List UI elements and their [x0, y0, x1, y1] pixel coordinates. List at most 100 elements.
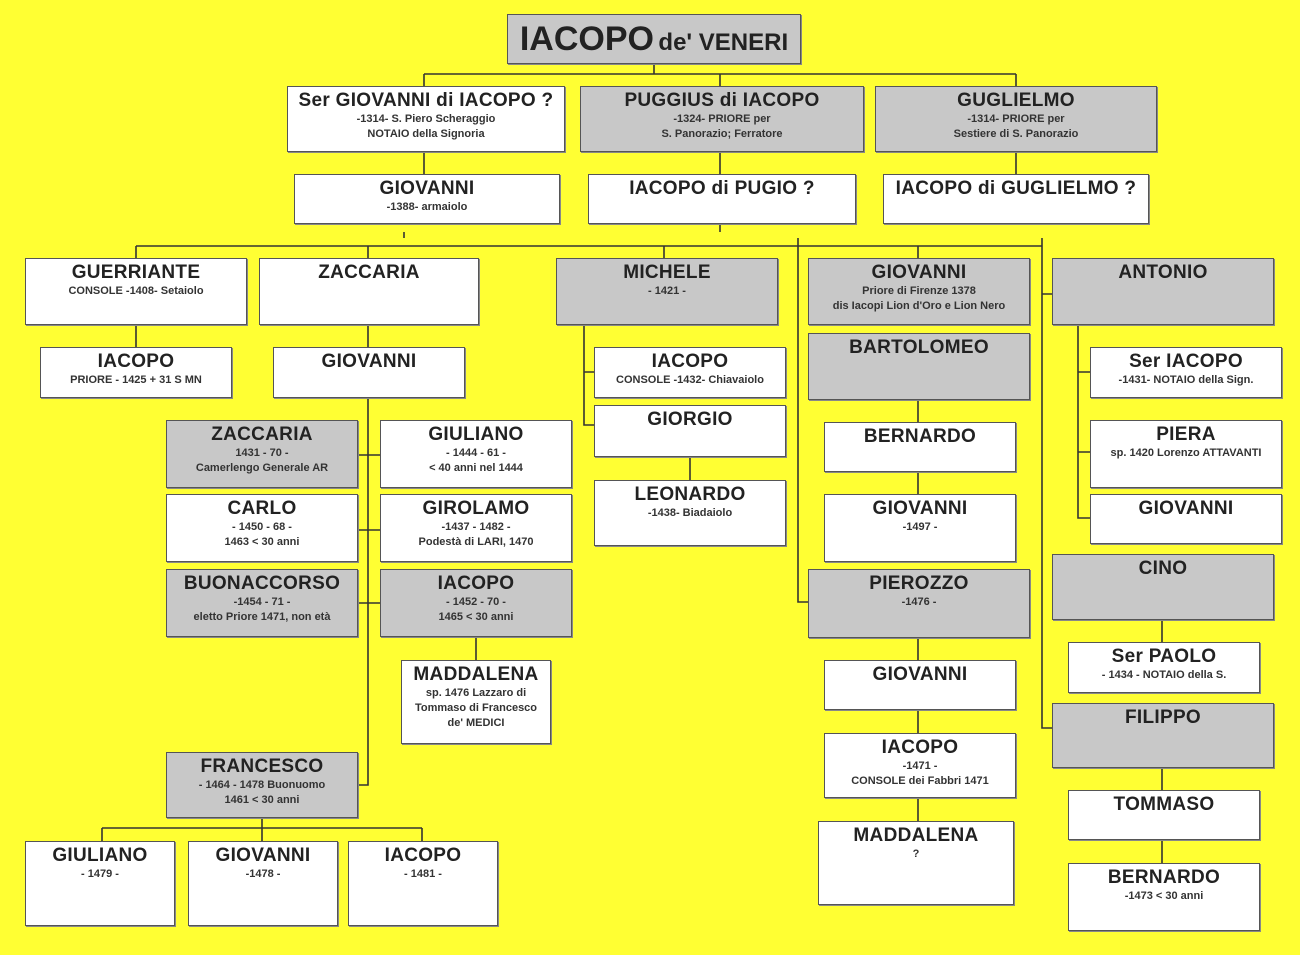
person-name: GIOVANNI — [321, 351, 417, 372]
person-box-carlo: CARLO- 1450 - 68 -1463 < 30 anni — [166, 494, 358, 562]
person-box-giovanni-z: GIOVANNI — [273, 347, 465, 398]
person-info: CONSOLE -1408- Setaiolo — [68, 285, 204, 297]
person-info: Sestiere di S. Panorazio — [953, 128, 1079, 140]
person-name: GUERRIANTE — [71, 262, 201, 283]
person-box-guerriante: GUERRIANTE CONSOLE -1408- Setaiolo — [25, 258, 247, 325]
person-info: -1437 - 1482 - — [441, 521, 511, 533]
person-name: LEONARDO — [634, 484, 746, 505]
person-box-iacopo-guglielmo: IACOPO di GUGLIELMO ? — [883, 174, 1149, 224]
person-info: Podestà di LARI, 1470 — [418, 536, 534, 548]
person-name: BARTOLOMEO — [849, 337, 989, 358]
person-info: -1478 - — [245, 868, 281, 880]
person-name: GIOVANNI — [1138, 498, 1234, 519]
person-box-giovanni-1497: GIOVANNI -1497 - — [824, 494, 1016, 562]
person-info: -1438- Biadaiolo — [647, 507, 733, 519]
person-box-iacopo-1471: IACOPO -1471 - CONSOLE dei Fabbri 1471 — [824, 733, 1016, 798]
person-name: GIOVANNI — [871, 262, 967, 283]
person-name: MADDALENA — [413, 664, 539, 685]
person-info: 1465 < 30 anni — [438, 611, 514, 623]
person-info: - 1481 - — [404, 868, 442, 880]
person-info: -1431- NOTAIO della Sign. — [1118, 374, 1254, 386]
person-box-maddalena-2: MADDALENA? — [818, 821, 1014, 905]
person-box-giovanni-a: GIOVANNI — [1090, 494, 1282, 544]
person-box-iacopo-1452: IACOPO - 1452 - 70 - 1465 < 30 anni — [380, 569, 572, 637]
person-info: Priore di Firenze 1378 — [862, 285, 976, 297]
person-name: PIERA — [1156, 424, 1216, 445]
person-name: IACOPO — [437, 573, 515, 594]
person-box-leonardo: LEONARDO -1438- Biadaiolo — [594, 480, 786, 546]
person-info: dis Iacopi Lion d'Oro e Lion Nero — [832, 300, 1006, 312]
person-box-giovanni-ser: Ser GIOVANNI di IACOPO ?-1314- S. Piero … — [287, 86, 565, 152]
person-name: MICHELE — [623, 262, 711, 283]
person-info: sp. 1420 Lorenzo ATTAVANTI — [1110, 447, 1262, 459]
person-box-buonaccorso: BUONACCORSO-1454 - 71 -eletto Priore 147… — [166, 569, 358, 637]
person-box-giovanni-1388: GIOVANNI-1388- armaiolo — [294, 174, 560, 224]
person-name: BERNARDO — [863, 426, 977, 447]
person-info: S. Panorazio; Ferratore — [661, 128, 783, 140]
person-box-iacopo-pugio: IACOPO di PUGIO ? — [588, 174, 856, 224]
person-info: -1497 - — [902, 521, 938, 533]
person-name: TOMMASO — [1113, 794, 1215, 815]
person-name: GIROLAMO — [422, 498, 530, 519]
person-info: - 1464 - 1478 Buonuomo — [198, 779, 326, 791]
person-info: -1454 - 71 - — [233, 596, 291, 608]
person-box-ser-iacopo: Ser IACOPO-1431- NOTAIO della Sign. — [1090, 347, 1282, 398]
person-info: de' MEDICI — [447, 717, 505, 729]
person-info: Tommaso di Francesco — [414, 702, 538, 714]
person-info: 1461 < 30 anni — [224, 794, 300, 806]
person-info: Camerlengo Generale AR — [195, 462, 329, 474]
person-info: eletto Priore 1471, non età — [193, 611, 331, 623]
root-name: IACOPO — [519, 20, 654, 58]
person-info: -1314- S. Piero Scheraggio — [356, 113, 496, 125]
person-info: < 40 anni nel 1444 — [429, 462, 523, 474]
person-info: NOTAIO della Signoria — [367, 128, 485, 140]
person-info: - 1421 - — [648, 285, 686, 297]
person-box-iacopo-1432: IACOPO CONSOLE -1432- Chiavaiolo — [594, 347, 786, 398]
person-info: -1471 - — [902, 760, 938, 772]
person-box-giovanni-1478: GIOVANNI -1478 - — [188, 841, 338, 926]
root-iacopo-de-veneri: IACOPO de' VENERI — [507, 14, 801, 64]
person-info: CONSOLE dei Fabbri 1471 — [851, 775, 989, 787]
person-name: IACOPO di PUGIO ? — [629, 178, 815, 199]
person-name: FILIPPO — [1125, 707, 1201, 728]
person-info: 1431 - 70 - — [235, 447, 289, 459]
person-box-filippo: FILIPPO — [1052, 703, 1274, 768]
person-info: CONSOLE -1432- Chiavaiolo — [616, 374, 764, 386]
person-box-piera: PIERA sp. 1420 Lorenzo ATTAVANTI — [1090, 420, 1282, 488]
person-name: IACOPO di GUGLIELMO ? — [895, 178, 1137, 199]
person-name: PIEROZZO — [869, 573, 969, 594]
person-name: GIOVANNI — [379, 178, 475, 199]
person-name: ZACCARIA — [318, 262, 420, 283]
person-box-zaccaria: ZACCARIA — [259, 258, 479, 325]
person-name: Ser PAOLO — [1111, 646, 1217, 667]
person-info: -1473 < 30 anni — [1124, 890, 1204, 902]
person-name: IACOPO — [881, 737, 959, 758]
person-box-iacopo-1481: IACOPO - 1481 - — [348, 841, 498, 926]
person-name: ANTONIO — [1118, 262, 1208, 283]
person-name: GIOVANNI — [872, 498, 968, 519]
person-name: IACOPO — [97, 351, 175, 372]
person-info: - 1452 - 70 - — [446, 596, 506, 608]
person-name: GIULIANO — [52, 845, 148, 866]
person-name: IACOPO — [651, 351, 729, 372]
person-box-giuliano-1479: GIULIANO - 1479 - — [25, 841, 175, 926]
person-info: - 1444 - 61 - — [446, 447, 506, 459]
person-box-cino: CINO — [1052, 554, 1274, 620]
person-box-bernardo-1473: BERNARDO -1473 < 30 anni — [1068, 863, 1260, 931]
person-name: CARLO — [227, 498, 297, 519]
person-name: BERNARDO — [1107, 867, 1221, 888]
person-box-ser-paolo: Ser PAOLO- 1434 - NOTAIO della S. — [1068, 642, 1260, 693]
person-name: GIOVANNI — [215, 845, 311, 866]
person-info: -1476 - — [901, 596, 937, 608]
person-info: ? — [912, 848, 920, 860]
person-info: - 1479 - — [81, 868, 119, 880]
person-box-tommaso: TOMMASO — [1068, 790, 1260, 840]
person-name: IACOPO — [384, 845, 462, 866]
person-box-bartolomeo: BARTOLOMEO — [808, 333, 1030, 400]
person-name: GIULIANO — [428, 424, 524, 445]
